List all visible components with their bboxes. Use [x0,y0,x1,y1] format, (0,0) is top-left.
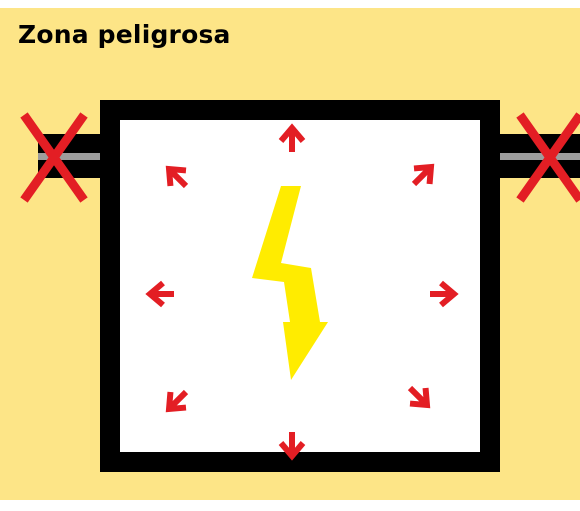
diagram-title: Zona peligrosa [18,20,231,49]
